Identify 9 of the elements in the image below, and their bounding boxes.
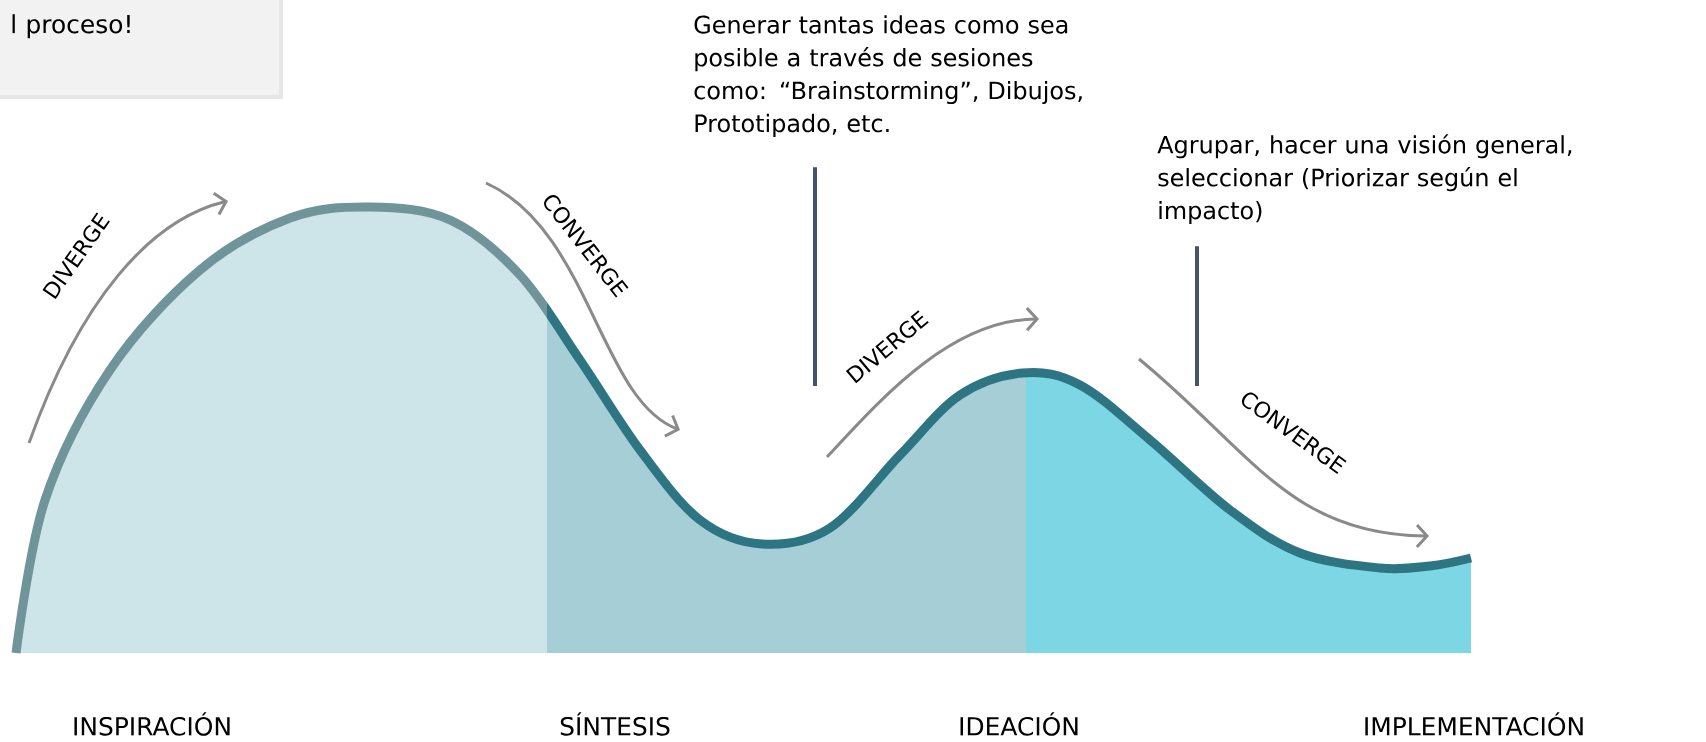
annotation-text: Generar tantas ideas como sea posible a través de sesiones como: “Brainstorming”, Dibujos, Prototipado, etc. bbox=[694, 15, 1082, 137]
phase-label: IDEACIÓN bbox=[960, 712, 1078, 736]
annotation-text: Agrupar, hacer una visión general, seleccionar (Priorizar según el impacto) bbox=[1157, 134, 1572, 225]
phase-label: SÍNTESIS bbox=[560, 712, 670, 736]
leader-line bbox=[813, 167, 817, 386]
phase-label: INSPIRACIÓN bbox=[74, 712, 230, 736]
card: l proceso! bbox=[0, 0, 283, 99]
leader-line bbox=[1195, 246, 1199, 386]
phase-label: IMPLEMENTACIÓN bbox=[1365, 712, 1583, 736]
